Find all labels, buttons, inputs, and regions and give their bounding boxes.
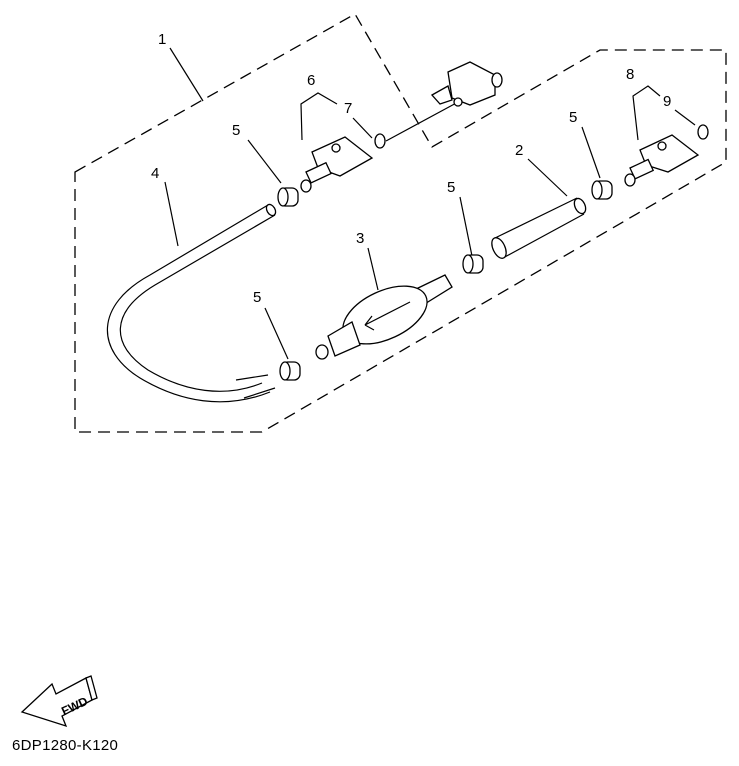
callout-2: 2 bbox=[515, 142, 523, 159]
clamp-part-5 bbox=[277, 180, 613, 381]
engine-connector bbox=[430, 61, 503, 107]
hose-part-4 bbox=[106, 203, 277, 403]
callout-1: 1 bbox=[158, 31, 166, 48]
primer-bulb-part-3 bbox=[315, 274, 453, 360]
hose-part-2 bbox=[491, 197, 587, 259]
callout-4: 4 bbox=[151, 165, 159, 182]
fwd-arrow-icon: FWD bbox=[20, 675, 98, 728]
callout-3: 3 bbox=[356, 230, 364, 247]
callout-6: 6 bbox=[307, 72, 315, 89]
o-ring-part-9 bbox=[697, 124, 709, 140]
callout-9: 9 bbox=[663, 93, 671, 110]
leader-lines bbox=[164, 47, 696, 360]
callout-5: 5 bbox=[253, 289, 261, 306]
callout-5: 5 bbox=[569, 109, 577, 126]
connector-part-8 bbox=[624, 134, 700, 187]
callout-7: 7 bbox=[344, 100, 352, 117]
callout-5: 5 bbox=[447, 179, 455, 196]
assembly-outline bbox=[74, 13, 727, 433]
callout-8: 8 bbox=[626, 66, 634, 83]
callout-5: 5 bbox=[232, 122, 240, 139]
o-ring-part-7 bbox=[374, 133, 386, 149]
diagram-code: 6DP1280-K120 bbox=[12, 737, 119, 754]
connector-part-6 bbox=[300, 136, 374, 193]
